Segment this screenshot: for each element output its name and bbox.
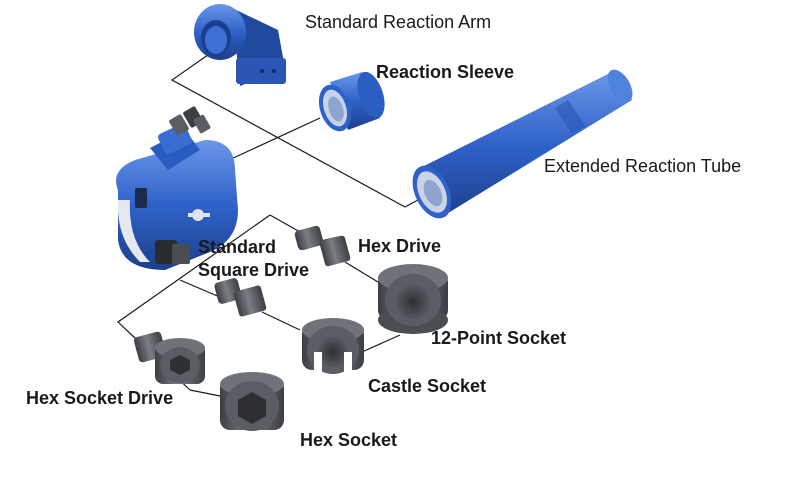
label-extended-reaction-tube: Extended Reaction Tube: [544, 156, 742, 176]
hex-socket-drive-icon: [134, 331, 205, 384]
label-hex-socket: Hex Socket: [300, 430, 398, 450]
wrench-tool-icon: [116, 106, 238, 270]
label-reaction-sleeve: Reaction Sleeve: [376, 62, 515, 82]
label-standard-square-drive-line1: Standard: [198, 237, 277, 257]
leader-arm: [170, 49, 419, 208]
square-drive-icon: [155, 240, 190, 264]
label-standard-square-drive-line2: Square Drive: [198, 260, 310, 280]
reaction-arm-icon: [194, 4, 286, 86]
label-castle-socket: Castle Socket: [368, 376, 487, 396]
label-hex-drive: Hex Drive: [358, 236, 442, 256]
label-standard-reaction-arm: Standard Reaction Arm: [305, 12, 492, 32]
reaction-sleeve-icon: [318, 71, 385, 132]
reaction-tube-icon: [412, 69, 633, 219]
label-hex-socket-drive: Hex Socket Drive: [26, 388, 174, 408]
castle-socket-icon: [302, 318, 364, 374]
label-12-point-socket: 12-Point Socket: [431, 328, 567, 348]
leader-lines: [117, 49, 419, 397]
twelve-point-socket-icon: [378, 264, 448, 334]
hex-socket-icon: [220, 372, 284, 431]
hex-drive-icon: [294, 225, 351, 267]
hex-drive-small-icon: [214, 278, 267, 317]
hose-coupler-icon: [169, 106, 211, 136]
